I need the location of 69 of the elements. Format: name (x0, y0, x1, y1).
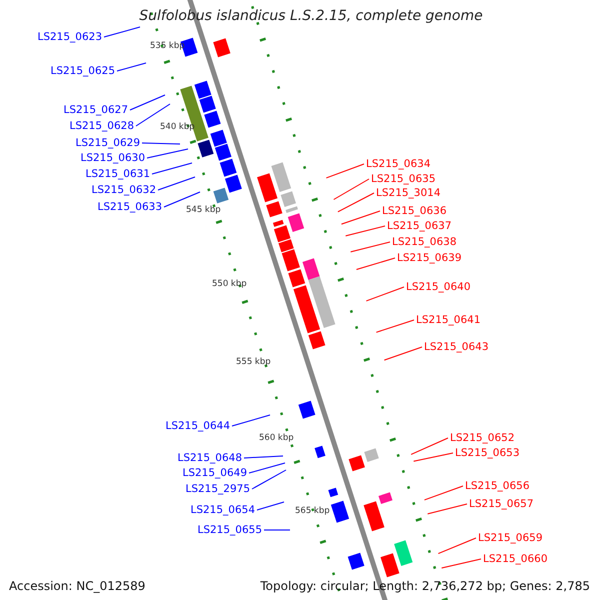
leader-line (441, 558, 482, 569)
gene-label: LS215_0627 (63, 104, 128, 116)
leader-line (164, 192, 200, 208)
leader-line (146, 148, 188, 158)
gene-label: LS215_0638 (392, 236, 457, 248)
scale-label: 545 kbp (186, 204, 221, 216)
leader-line (410, 438, 448, 455)
gene-label: LS215_0635 (371, 173, 436, 185)
gene-label: LS215_0656 (465, 480, 530, 492)
gene-label: LS215_0629 (75, 137, 140, 149)
title: Sulfolobus islandicus L.S.2.15, complete genome (138, 10, 484, 22)
leader-line (158, 176, 196, 190)
gene-label: LS215_0639 (397, 252, 462, 264)
gene-label: LS215_0628 (69, 120, 134, 132)
leader-line (252, 470, 286, 490)
leader-line (366, 286, 404, 302)
gene-label: LS215_0637 (387, 220, 452, 232)
gene-label: LS215_0636 (382, 205, 447, 217)
gene-label: LS215_3014 (376, 187, 441, 199)
gene-label: LS215_0659 (478, 532, 543, 544)
leader-line (384, 346, 422, 361)
genome-info-text: Topology: circular; Length: 2,736,272 bp; Genes: 2,785 (260, 580, 590, 592)
leader-line (333, 178, 370, 200)
leader-line (340, 210, 380, 225)
leader-line (248, 462, 286, 474)
gene-label: LS215_0652 (450, 432, 515, 444)
gene-label: LS215_0625 (50, 65, 115, 77)
gene-label: LS215_0641 (416, 314, 481, 326)
gene-label: LS215_0632 (91, 184, 156, 196)
gene-label: LS215_0634 (366, 158, 431, 170)
leader-line (413, 452, 454, 462)
leader-line (130, 94, 166, 110)
gene-label: LS215_0644 (165, 420, 230, 432)
leader-line (152, 162, 192, 174)
gene-label: LS215_0655 (197, 524, 262, 536)
leader-line (142, 142, 180, 144)
gene-label: LS215_0633 (97, 201, 162, 213)
leader-line (350, 242, 390, 252)
gene-label: LS215_0630 (80, 152, 145, 164)
leader-line (427, 504, 468, 514)
scale-label: 555 kbp (236, 356, 271, 368)
gene-label: LS215_0654 (190, 504, 255, 516)
gene-label: LS215_2975 (185, 483, 250, 495)
leader-line (376, 320, 414, 333)
gene-label: LS215_0657 (469, 498, 534, 510)
leader-line (345, 226, 386, 236)
leader-line (256, 502, 284, 510)
leader-line (356, 258, 396, 270)
leader-line (438, 538, 476, 554)
gene-label: LS215_0640 (406, 281, 471, 293)
gene-label: LS215_0643 (424, 341, 489, 353)
gene-label: LS215_0649 (182, 467, 247, 479)
leader-line (424, 486, 464, 500)
leader-line (136, 104, 170, 126)
leader-line (104, 26, 140, 38)
leader-line (337, 192, 374, 212)
gene-label: LS215_0631 (85, 168, 150, 180)
scale-label: 560 kbp (259, 432, 294, 444)
leader-line (116, 62, 146, 72)
scale-label: 565 kbp (295, 505, 330, 517)
leader-line (326, 164, 364, 178)
accession-text: Accession: NC_012589 (9, 580, 146, 592)
gene-label: LS215_0653 (455, 447, 520, 459)
scale-label: 550 kbp (212, 278, 247, 290)
leader-line (232, 414, 270, 426)
leader-line (244, 456, 284, 458)
gene-label: LS215_0648 (177, 452, 242, 464)
gene-label: LS215_0623 (37, 31, 102, 43)
gene-label: LS215_0660 (483, 553, 548, 565)
